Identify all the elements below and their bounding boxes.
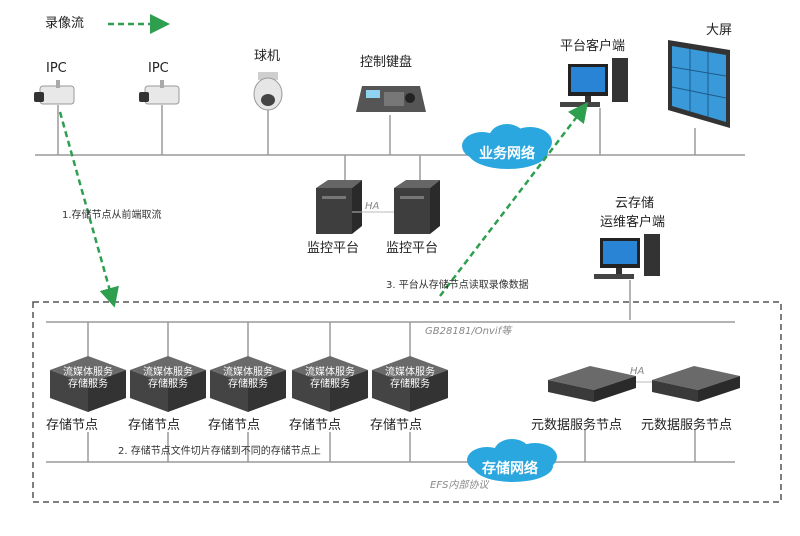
storage-node-inner-3: 流媒体服务存储服务 <box>223 367 273 390</box>
storage-network-label: 存储网络 <box>482 461 538 477</box>
screen-label: 大屏 <box>706 23 733 38</box>
storage-node-label-4: 存储节点 <box>289 418 342 433</box>
dome-camera-icon <box>253 72 283 111</box>
client-label: 平台客户端 <box>560 39 626 54</box>
business-network-label: 业务网络 <box>479 146 535 162</box>
storage-cloud <box>467 439 557 482</box>
monitor-label-1: 监控平台 <box>307 241 360 256</box>
cloud-client-label-1: 云存储 <box>615 196 655 211</box>
monitor-server-icon-2 <box>394 180 440 234</box>
flow-arrow-step3 <box>439 102 589 297</box>
flow-step3-label: 3. 平台从存储节点读取录像数据 <box>386 280 529 291</box>
legend-label: 录像流 <box>45 16 85 31</box>
keyboard-label: 控制键盘 <box>360 55 413 70</box>
meta-server-icon-2 <box>652 366 740 402</box>
dome-label: 球机 <box>254 49 281 64</box>
storage-node-label-2: 存储节点 <box>128 418 181 433</box>
storage-node-inner-2: 流媒体服务存储服务 <box>143 367 193 390</box>
storage-node-icon-5 <box>372 356 448 412</box>
cloud-client-pc-icon <box>594 234 660 279</box>
ipc-label-2: IPC <box>148 61 169 76</box>
storage-lower-drops <box>87 430 696 462</box>
ha-label-meta: HA <box>630 366 645 377</box>
storage-node-inner-4: 流媒体服务存储服务 <box>305 367 355 390</box>
flow-step2-label: 2. 存储节点文件切片存储到不同的存储节点上 <box>118 446 321 457</box>
business-cloud <box>462 124 552 169</box>
big-screen-icon <box>668 40 730 128</box>
efs-protocol-label: EFS内部协议 <box>430 480 489 491</box>
storage-node-label-5: 存储节点 <box>370 418 423 433</box>
storage-domain-box <box>32 301 782 503</box>
ipc-label-1: IPC <box>46 61 67 76</box>
storage-node-icon-4 <box>292 356 368 412</box>
meta-node-label-2: 元数据服务节点 <box>641 418 733 433</box>
storage-node-inner-1: 流媒体服务存储服务 <box>63 367 113 390</box>
storage-node-label-1: 存储节点 <box>46 418 99 433</box>
ipc-camera-icon-1 <box>34 80 75 105</box>
control-keyboard-icon <box>356 86 426 112</box>
meta-server-icon-1 <box>548 366 636 402</box>
ha-label-top: HA <box>365 201 380 212</box>
storage-node-icon-3 <box>210 356 286 412</box>
gb-protocol-label: GB28181/Onvif等 <box>425 326 512 337</box>
ipc-camera-icon-2 <box>139 80 180 105</box>
storage-node-icon-1 <box>50 356 126 412</box>
monitor-label-2: 监控平台 <box>386 241 439 256</box>
storage-node-icon-2 <box>130 356 206 412</box>
meta-node-label-1: 元数据服务节点 <box>531 418 623 433</box>
flow-arrow-step1 <box>58 111 119 308</box>
flow-step1-label: 1.存储节点从前端取流 <box>62 210 162 221</box>
monitor-server-icon-1 <box>316 180 362 234</box>
client-pc-icon <box>560 58 628 107</box>
storage-upper-drops <box>87 322 411 358</box>
business-drops <box>57 105 696 320</box>
storage-node-inner-5: 流媒体服务存储服务 <box>385 367 435 390</box>
cloud-client-label-2: 运维客户端 <box>600 215 666 230</box>
storage-node-label-3: 存储节点 <box>208 418 261 433</box>
